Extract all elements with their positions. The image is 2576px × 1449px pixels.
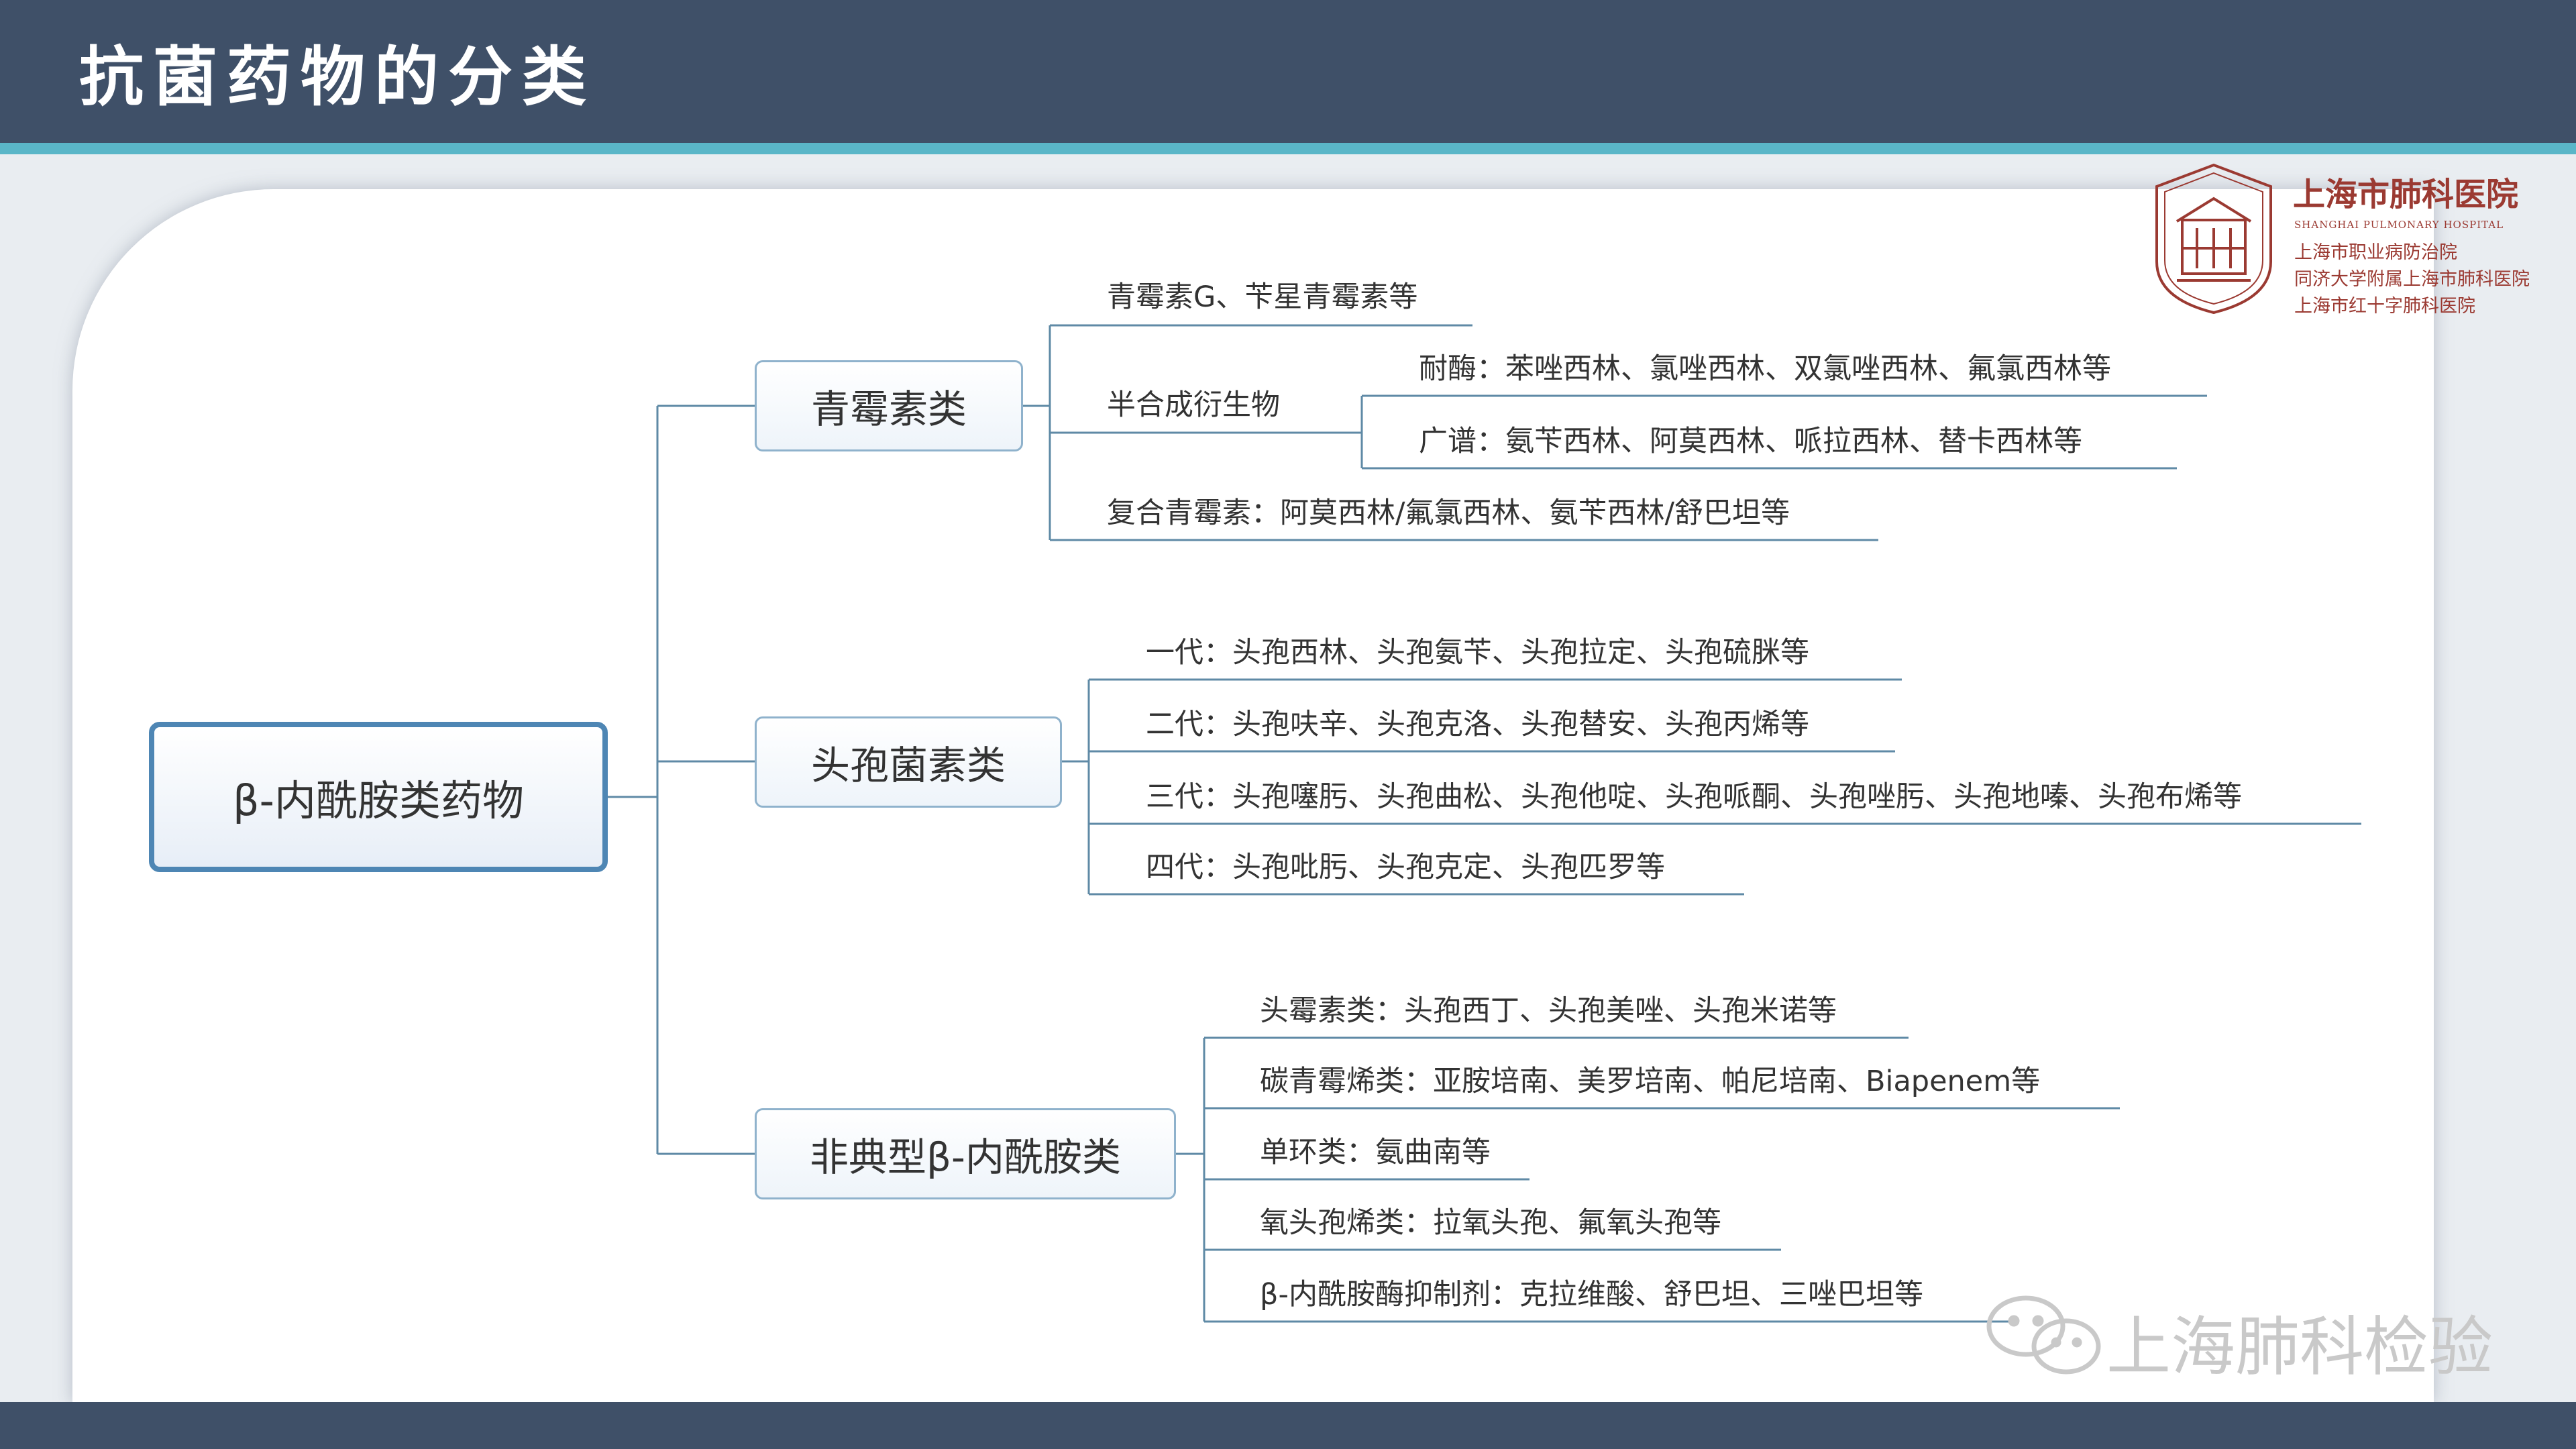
root-node-beta-lactam: β-内酰胺类药物 <box>149 722 608 872</box>
penicillin-item-g: 青霉素G、苄星青霉素等 <box>1107 280 1418 314</box>
slide-title: 抗菌药物的分类 <box>79 39 596 115</box>
hospital-logo-english: SHANGHAI PULMONARY HOSPITAL <box>2294 219 2504 231</box>
penicillin-semi-broad-spectrum: 广谱：氨苄西林、阿莫西林、哌拉西林、替卡西林等 <box>1419 425 2082 458</box>
hospital-logo-line-2: 同济大学附属上海市肺科医院 <box>2294 269 2530 290</box>
atypical-oxacephem: 氧头孢烯类：拉氧头孢、氟氧头孢等 <box>1260 1206 1721 1240</box>
wechat-icon <box>1986 1295 2101 1375</box>
atypical-carbapenem: 碳青霉烯类：亚胺培南、美罗培南、帕尼培南、Biapenem等 <box>1260 1065 2041 1098</box>
penicillin-semi-synthetic-label: 半合成衍生物 <box>1107 388 1280 422</box>
atypical-cephamycin: 头霉素类：头孢西丁、头孢美唑、头孢米诺等 <box>1260 994 1837 1028</box>
header-accent-strip <box>0 143 2576 154</box>
penicillin-compound: 复合青霉素：阿莫西林/氟氯西林、氨苄西林/舒巴坦等 <box>1107 496 1790 530</box>
hospital-building-seal-icon <box>2155 163 2272 315</box>
hospital-logo-line-3: 上海市红十字肺科医院 <box>2294 296 2475 317</box>
hospital-logo-name: 上海市肺科医院 <box>2293 176 2519 213</box>
category-node-atypical: 非典型β-内酰胺类 <box>755 1108 1176 1199</box>
category-node-cephalosporin: 头孢菌素类 <box>755 716 1062 808</box>
cephalosporin-gen-3: 三代：头孢噻肟、头孢曲松、头孢他啶、头孢哌酮、头孢唑肟、头孢地嗪、头孢布烯等 <box>1146 780 2242 814</box>
atypical-monobactam: 单环类：氨曲南等 <box>1260 1136 1491 1169</box>
slide-header-bar <box>0 0 2576 143</box>
watermark-text: 上海肺科检验 <box>2106 1309 2493 1385</box>
atypical-beta-lactamase-inhibitor: β-内酰胺酶抑制剂：克拉维酸、舒巴坦、三唑巴坦等 <box>1260 1278 1923 1311</box>
cephalosporin-gen-4: 四代：头孢吡肟、头孢克定、头孢匹罗等 <box>1146 851 1665 884</box>
hospital-logo-line-1: 上海市职业病防治院 <box>2294 242 2457 263</box>
slide-footer-bar <box>0 1402 2576 1449</box>
cephalosporin-gen-1: 一代：头孢西林、头孢氨苄、头孢拉定、头孢硫脒等 <box>1146 636 1809 669</box>
category-node-penicillin: 青霉素类 <box>755 360 1023 451</box>
cephalosporin-gen-2: 二代：头孢呋辛、头孢克洛、头孢替安、头孢丙烯等 <box>1146 708 1809 741</box>
penicillin-semi-enzyme-resistant: 耐酶：苯唑西林、氯唑西林、双氯唑西林、氟氯西林等 <box>1419 352 2111 386</box>
